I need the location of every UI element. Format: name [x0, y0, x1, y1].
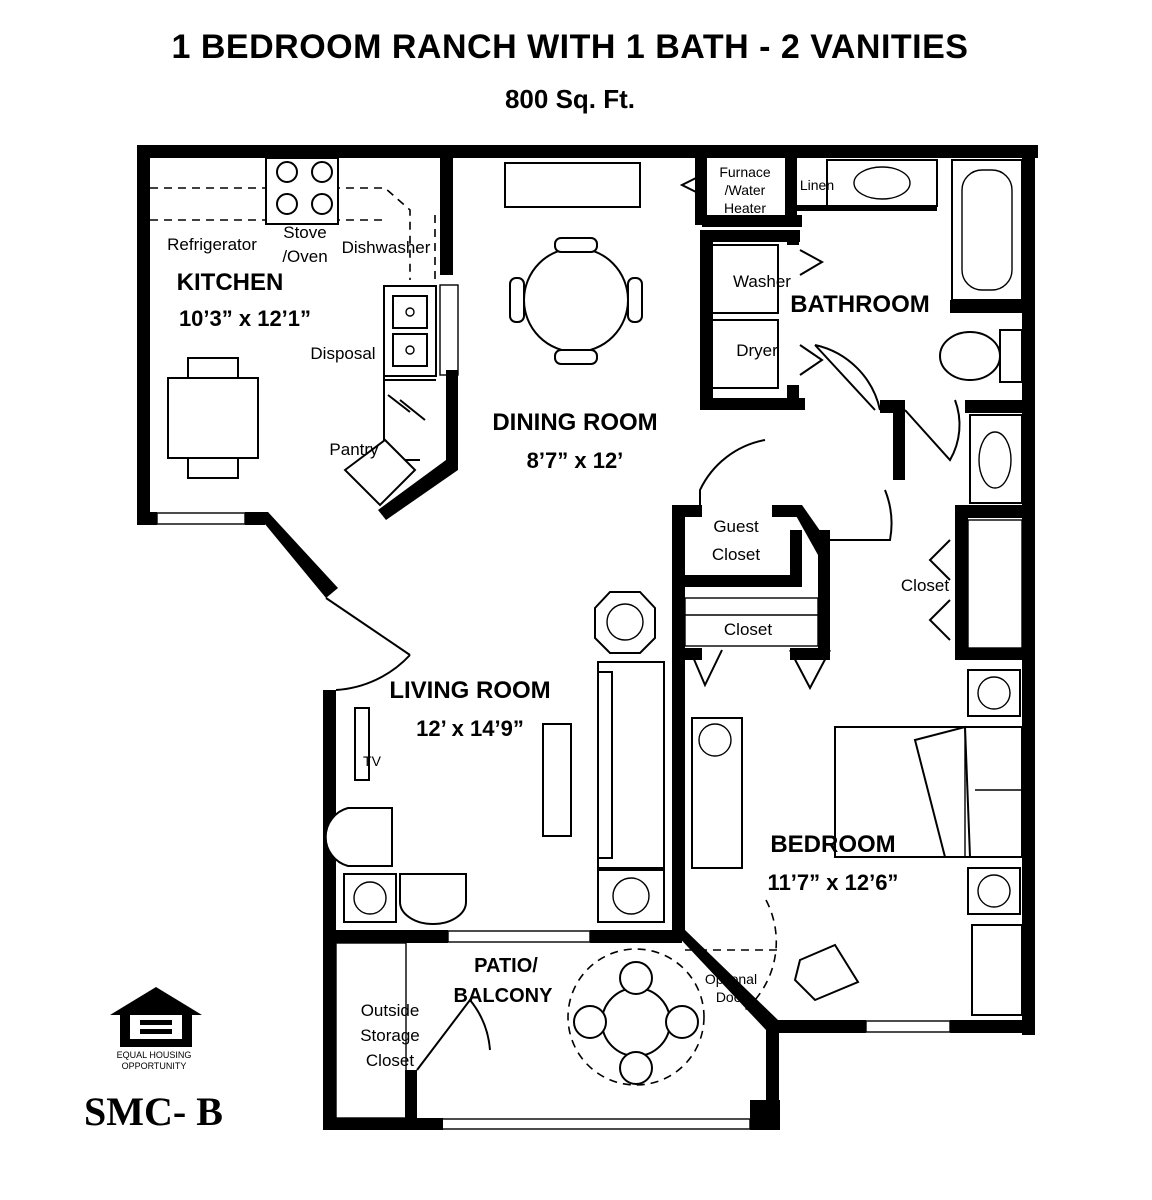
- stove-label-1: Stove: [283, 223, 326, 242]
- kitchen-fixtures: [150, 157, 437, 507]
- patio-label-2: BALCONY: [454, 985, 554, 1007]
- tv-label: TV: [363, 753, 382, 769]
- plan-area: 800 Sq. Ft.: [504, 84, 636, 114]
- furnace-label-1: Furnace: [719, 164, 771, 180]
- dining-label: DINING ROOM: [492, 409, 657, 436]
- storage-label-2: Storage: [360, 1026, 420, 1045]
- refrigerator-label: Refrigerator: [167, 235, 257, 254]
- kitchen-label: KITCHEN: [177, 269, 284, 296]
- windows: [156, 284, 951, 1130]
- equal-housing-logo-icon: [110, 987, 202, 1047]
- guest-closet-label-2: Closet: [712, 545, 760, 564]
- storage-label-1: Outside: [361, 1001, 420, 1020]
- dryer-label: Dryer: [736, 341, 778, 360]
- logo-caption: EQUAL HOUSING OPPORTUNITY: [84, 1050, 224, 1072]
- living-size: 12’ x 14’9”: [416, 716, 524, 741]
- living-label: LIVING ROOM: [389, 677, 550, 704]
- logo-caption-line-2: OPPORTUNITY: [121, 1061, 187, 1071]
- furnace-label-3: Heater: [724, 200, 766, 216]
- doors: [325, 174, 961, 1071]
- washer-label: Washer: [733, 272, 791, 291]
- plan-title: 1 BEDROOM RANCH WITH 1 BATH - 2 VANITIES: [171, 28, 969, 66]
- plan-code: SMC- B: [84, 1089, 223, 1134]
- bathroom-label: BATHROOM: [790, 291, 930, 318]
- patio-furniture: [335, 942, 705, 1119]
- stove-label-2: /Oven: [282, 247, 327, 266]
- bedroom-size: 11’7” x 12’6”: [768, 870, 899, 895]
- walls: [137, 145, 1038, 1130]
- kitchen-size: 10’3” x 12’1”: [179, 306, 311, 331]
- bedroom-furniture: [684, 597, 1023, 1016]
- pantry-label: Pantry: [329, 440, 379, 459]
- dishwasher-label: Dishwasher: [342, 238, 431, 257]
- bedroom-label: BEDROOM: [770, 831, 895, 858]
- guest-closet-label-1: Guest: [713, 517, 759, 536]
- optional-door-label-2: Door: [716, 989, 747, 1005]
- patio-label-1: PATIO/: [474, 955, 538, 977]
- linen-label: Linen: [800, 177, 834, 193]
- bath-fixtures: [711, 159, 1023, 649]
- living-furniture: [324, 591, 665, 925]
- disposal-label: Disposal: [310, 344, 375, 363]
- bath-closet-label: Closet: [901, 576, 949, 595]
- logo-caption-line-1: EQUAL HOUSING: [116, 1050, 192, 1060]
- dining-furniture: [504, 162, 643, 365]
- dining-size: 8’7” x 12’: [527, 448, 624, 473]
- furnace-label-2: /Water: [725, 182, 766, 198]
- storage-label-3: Closet: [366, 1051, 414, 1070]
- optional-door-label-1: Optional: [705, 971, 757, 987]
- bedroom-closet-label: Closet: [724, 620, 772, 639]
